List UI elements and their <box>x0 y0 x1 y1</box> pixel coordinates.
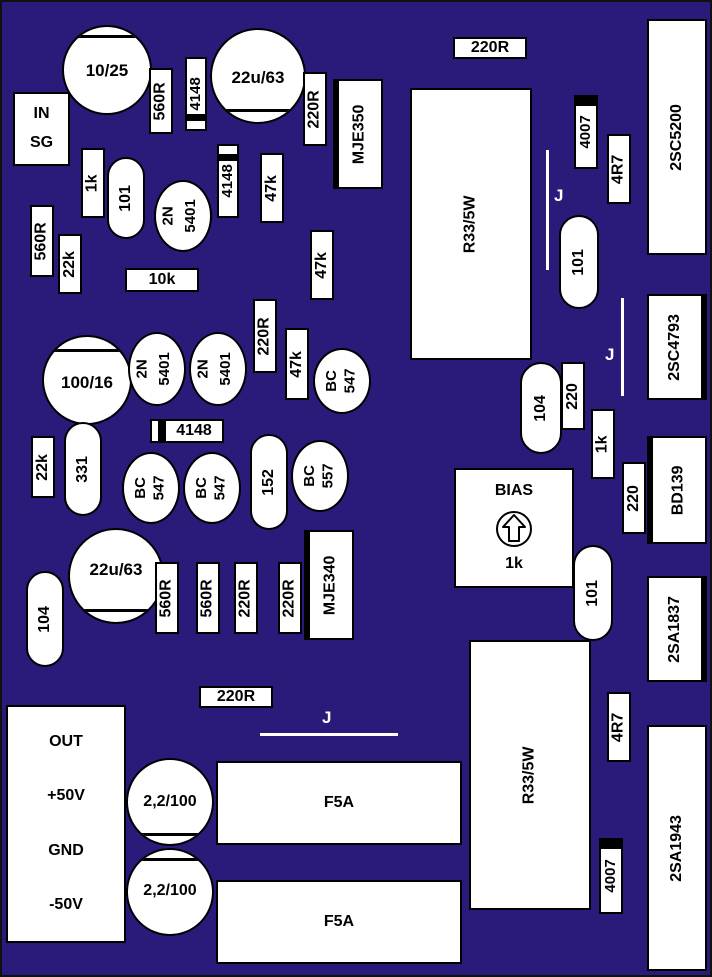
diode-4148-mid: 4148 <box>217 144 239 218</box>
resistor-220-a: 220 <box>561 362 585 430</box>
capacitor-2-2-100-b: 2,2/100 <box>126 848 214 936</box>
transistor-2sc4793: 2SC4793 <box>647 294 707 400</box>
diode-4148-low: 4148 <box>150 419 224 443</box>
jumper-label-top: J <box>554 186 564 205</box>
jumper-label-bottom: J <box>322 708 332 727</box>
transistor-mje340: MJE340 <box>304 530 354 640</box>
capacitor-104-left: 104 <box>26 571 64 667</box>
transistor-2sa1943: 2SA1943 <box>647 725 707 971</box>
jumper-bottom <box>260 733 398 736</box>
trimmer-arrow-icon <box>496 511 532 547</box>
fuse-f5a-b: F5A <box>216 880 462 964</box>
capacitor-101-right: 101 <box>559 215 599 309</box>
transistor-bd139: BD139 <box>647 436 707 544</box>
capacitor-22u63-low: 22u/63 <box>68 528 164 624</box>
resistor-560r-top: 560R <box>149 68 173 134</box>
resistor-47k-b: 47k <box>310 230 334 300</box>
resistor-4r7-top: 4R7 <box>607 134 631 204</box>
resistor-47k-c: 47k <box>285 328 309 400</box>
resistor-r33-5w-bottom: R33/5W <box>469 640 591 910</box>
resistor-220r-bottom: 220R <box>199 686 273 708</box>
resistor-22k-low: 22k <box>31 436 55 498</box>
resistor-560r-b: 560R <box>196 562 220 634</box>
resistor-560r-a: 560R <box>155 562 179 634</box>
capacitor-331: 331 <box>64 422 102 516</box>
resistor-10k: 10k <box>125 268 199 292</box>
resistor-220r-center: 220R <box>253 299 277 373</box>
capacitor-100-16: 100/16 <box>42 335 132 425</box>
resistor-220r-mje350: 220R <box>303 72 327 146</box>
transistor-2sa1837: 2SA1837 <box>647 576 707 682</box>
capacitor-2-2-100-a: 2,2/100 <box>126 758 214 846</box>
resistor-22k-left: 22k <box>58 234 82 294</box>
jumper-label-mid: J <box>605 345 615 364</box>
transistor-mje350: MJE350 <box>333 79 383 189</box>
diode-4148-top: 4148 <box>185 57 207 131</box>
trimmer-bias: BIAS 1k <box>454 468 574 588</box>
capacitor-104-right: 104 <box>520 362 562 454</box>
resistor-220-b: 220 <box>622 462 646 534</box>
connector-power-out: OUT +50V GND -50V <box>6 705 126 943</box>
jumper-mid <box>621 298 624 396</box>
diode-4007-bottom: 4007 <box>599 838 623 914</box>
transistor-2sc5200: 2SC5200 <box>647 19 707 255</box>
capacitor-101-bias: 101 <box>573 545 613 641</box>
capacitor-22u63-top: 22u/63 <box>210 28 306 124</box>
resistor-220r-top: 220R <box>453 37 527 59</box>
fuse-f5a-a: F5A <box>216 761 462 845</box>
resistor-r33-5w-top: R33/5W <box>410 88 532 360</box>
resistor-220r-b: 220R <box>278 562 302 634</box>
resistor-47k-a: 47k <box>260 153 284 223</box>
diode-4007-top: 4007 <box>574 95 598 169</box>
resistor-1k-left: 1k <box>81 148 105 218</box>
resistor-1k-right: 1k <box>591 409 615 479</box>
resistor-4r7-bottom: 4R7 <box>607 692 631 762</box>
resistor-220r-a: 220R <box>234 562 258 634</box>
jumper-top <box>546 150 549 270</box>
capacitor-10-25: 10/25 <box>62 25 152 115</box>
connector-in-sg: IN SG <box>13 92 70 166</box>
resistor-560r-left: 560R <box>30 205 54 277</box>
capacitor-101-left: 101 <box>107 157 145 239</box>
capacitor-152: 152 <box>250 434 288 530</box>
